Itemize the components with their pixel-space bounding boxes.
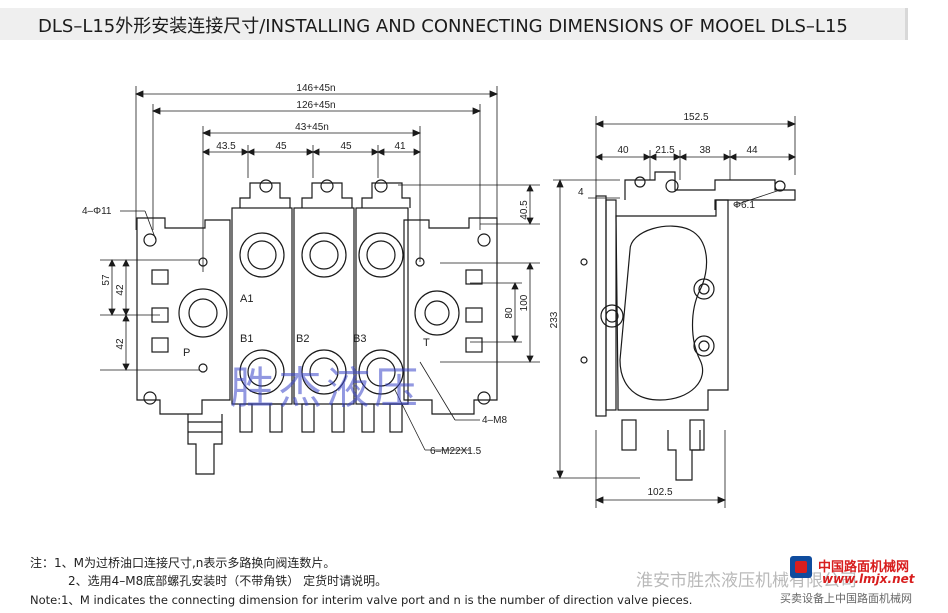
dim-h-42-top: 42 <box>115 284 126 296</box>
technical-drawing: 146+45n 126+45n 43+45n 43.5 45 45 41 4–Φ… <box>82 83 797 508</box>
dim-pitch-4: 41 <box>394 141 406 152</box>
footer-site-url: www.lmjx.net <box>822 572 915 586</box>
front-leaders <box>394 361 480 451</box>
front-dimension-text: 146+45n 126+45n 43+45n 43.5 45 45 41 4–Φ… <box>82 83 530 350</box>
note-line-2: 2、选用4–M8底部螺孔安装时（不带角铁） 定货时请说明。 <box>68 574 388 588</box>
front-port-labels: A1 B1 B2 B3 P T 4–M8 6–M22X1.5 <box>183 293 507 457</box>
side-dimension-text: 152.5 40 21.5 38 44 4 Φ6.1 233 102.5 <box>549 112 758 498</box>
dim-side-44: 44 <box>746 145 758 156</box>
dim-side-4: 4 <box>578 187 584 198</box>
dim-h-100: 100 <box>519 294 530 311</box>
front-dimension-lines <box>100 86 540 371</box>
port-label-b2: B2 <box>296 333 309 345</box>
dim-pitch-2: 45 <box>275 141 287 152</box>
port-label-b3: B3 <box>353 333 366 345</box>
port-label-p: P <box>183 347 190 359</box>
front-ports <box>178 232 460 395</box>
dim-h-80: 80 <box>504 307 515 319</box>
callout-m22: 6–M22X1.5 <box>430 446 482 457</box>
dim-section-span: 43+45n <box>295 122 329 133</box>
dim-top-offset: 40.5 <box>519 200 530 220</box>
dim-hole-dia: 4–Φ11 <box>82 206 112 217</box>
side-dimension-lines <box>553 116 797 508</box>
dim-side-38: 38 <box>699 145 711 156</box>
footer-site-cn: 中国路面机械网 <box>818 560 910 575</box>
note-line-1: 注：1、M为过桥油口连接尺寸,n表示多路换向阀连数片。 <box>30 556 336 570</box>
dim-h-57: 57 <box>101 274 112 286</box>
dim-h-42-bottom: 42 <box>115 338 126 350</box>
dim-pitch-3: 45 <box>340 141 352 152</box>
dim-side-40: 40 <box>617 145 629 156</box>
title-bar: DLS–L15外形安装连接尺寸/INSTALLING AND CONNECTIN… <box>0 8 908 40</box>
dim-pitch-1: 43.5 <box>216 141 236 152</box>
dim-overall-width: 146+45n <box>296 83 335 94</box>
side-valve-body <box>580 171 796 481</box>
dim-mount-width: 126+45n <box>296 100 335 111</box>
port-label-a1: A1 <box>240 293 253 305</box>
dim-overall-depth: 152.5 <box>683 112 708 123</box>
watermark-text: 胜杰液压 <box>230 363 422 414</box>
callout-m8: 4–M8 <box>482 415 507 426</box>
port-label-b1: B1 <box>240 333 253 345</box>
dim-side-21-5: 21.5 <box>655 145 675 156</box>
front-valve-body <box>136 179 498 475</box>
dim-pin-dia: Φ6.1 <box>733 200 755 211</box>
footer-tagline: 买卖设备上中国路面机械网 <box>780 592 912 605</box>
page-title: DLS–L15外形安装连接尺寸/INSTALLING AND CONNECTIN… <box>38 16 848 37</box>
dim-side-base: 102.5 <box>647 487 672 498</box>
port-label-t: T <box>423 337 430 349</box>
footer-logo <box>790 556 812 578</box>
note-line-3: Note:1、M indicates the connecting dimens… <box>30 593 693 607</box>
dim-side-height: 233 <box>549 311 560 328</box>
